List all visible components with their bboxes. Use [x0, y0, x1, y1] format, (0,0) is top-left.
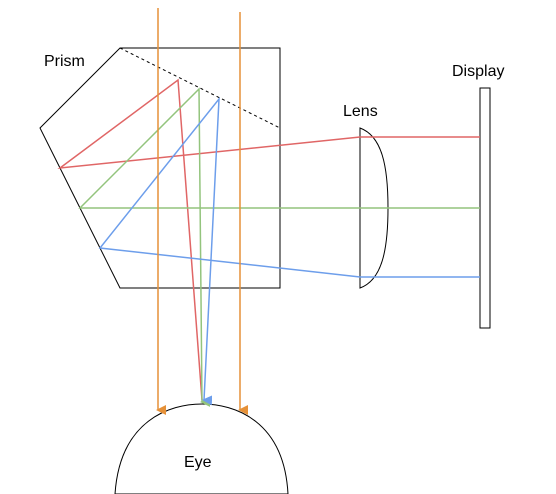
blue-ray: [98, 96, 480, 406]
red-ray: [57, 78, 480, 401]
eye-shape: [114, 403, 289, 494]
display-label: Display: [452, 63, 504, 80]
lens-label: Lens: [343, 103, 378, 120]
eye-label: Eye: [184, 454, 212, 471]
display-panel: [479, 87, 491, 329]
green-ray: [78, 87, 480, 407]
prism-label: Prism: [44, 53, 85, 70]
prism-shape: [39, 47, 281, 289]
